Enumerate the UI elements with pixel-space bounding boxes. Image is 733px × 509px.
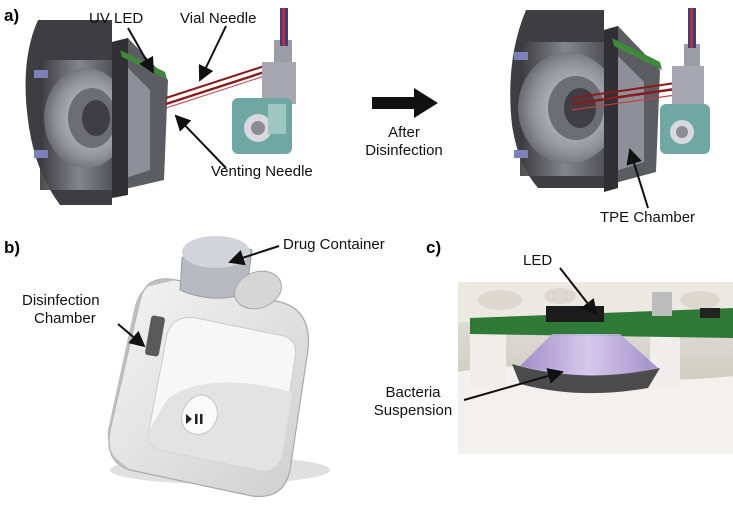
tpe-chamber-leader <box>626 148 649 209</box>
disinfection-chamber-leader <box>117 323 146 348</box>
drug-container-leader <box>228 245 280 266</box>
after-disinfection-line2: Disinfection <box>365 142 443 159</box>
panel-a-after-illustration <box>510 8 710 192</box>
panel-b-device-illustration <box>107 236 330 498</box>
led-label: LED <box>523 252 553 269</box>
disinfection-chamber-line1: Disinfection <box>22 292 100 309</box>
panel-label-b: b) <box>4 238 21 257</box>
bacteria-suspension-label: Bacteria Suspension <box>370 384 456 420</box>
bacteria-suspension-leader <box>463 368 564 401</box>
disinfection-chamber-label: Disinfection Chamber <box>22 292 100 328</box>
panel-a-before-illustration <box>25 8 296 205</box>
after-disinfection-label: After Disinfection <box>360 124 448 160</box>
bacteria-suspension-line1: Bacteria <box>385 384 441 401</box>
transition-arrow <box>372 88 438 118</box>
venting-needle-label: Venting Needle <box>211 163 313 180</box>
after-disinfection-line1: After <box>388 124 420 141</box>
tpe-chamber-label: TPE Chamber <box>600 209 696 226</box>
vial-needle-label: Vial Needle <box>180 10 257 27</box>
callout-lines <box>117 25 649 401</box>
disinfection-chamber-line2: Chamber <box>34 310 96 327</box>
uv-led-leader <box>127 27 154 74</box>
panel-c-photo <box>458 282 733 454</box>
led-leader <box>559 267 598 316</box>
bacteria-suspension-line2: Suspension <box>373 402 453 419</box>
drug-container-label: Drug Container <box>283 236 385 253</box>
panel-label-a: a) <box>4 6 20 25</box>
panel-label-c: c) <box>426 238 442 257</box>
venting-needle-leader <box>174 114 227 169</box>
vial-needle-leader <box>198 25 227 82</box>
uv-led-label: UV LED <box>89 10 144 27</box>
